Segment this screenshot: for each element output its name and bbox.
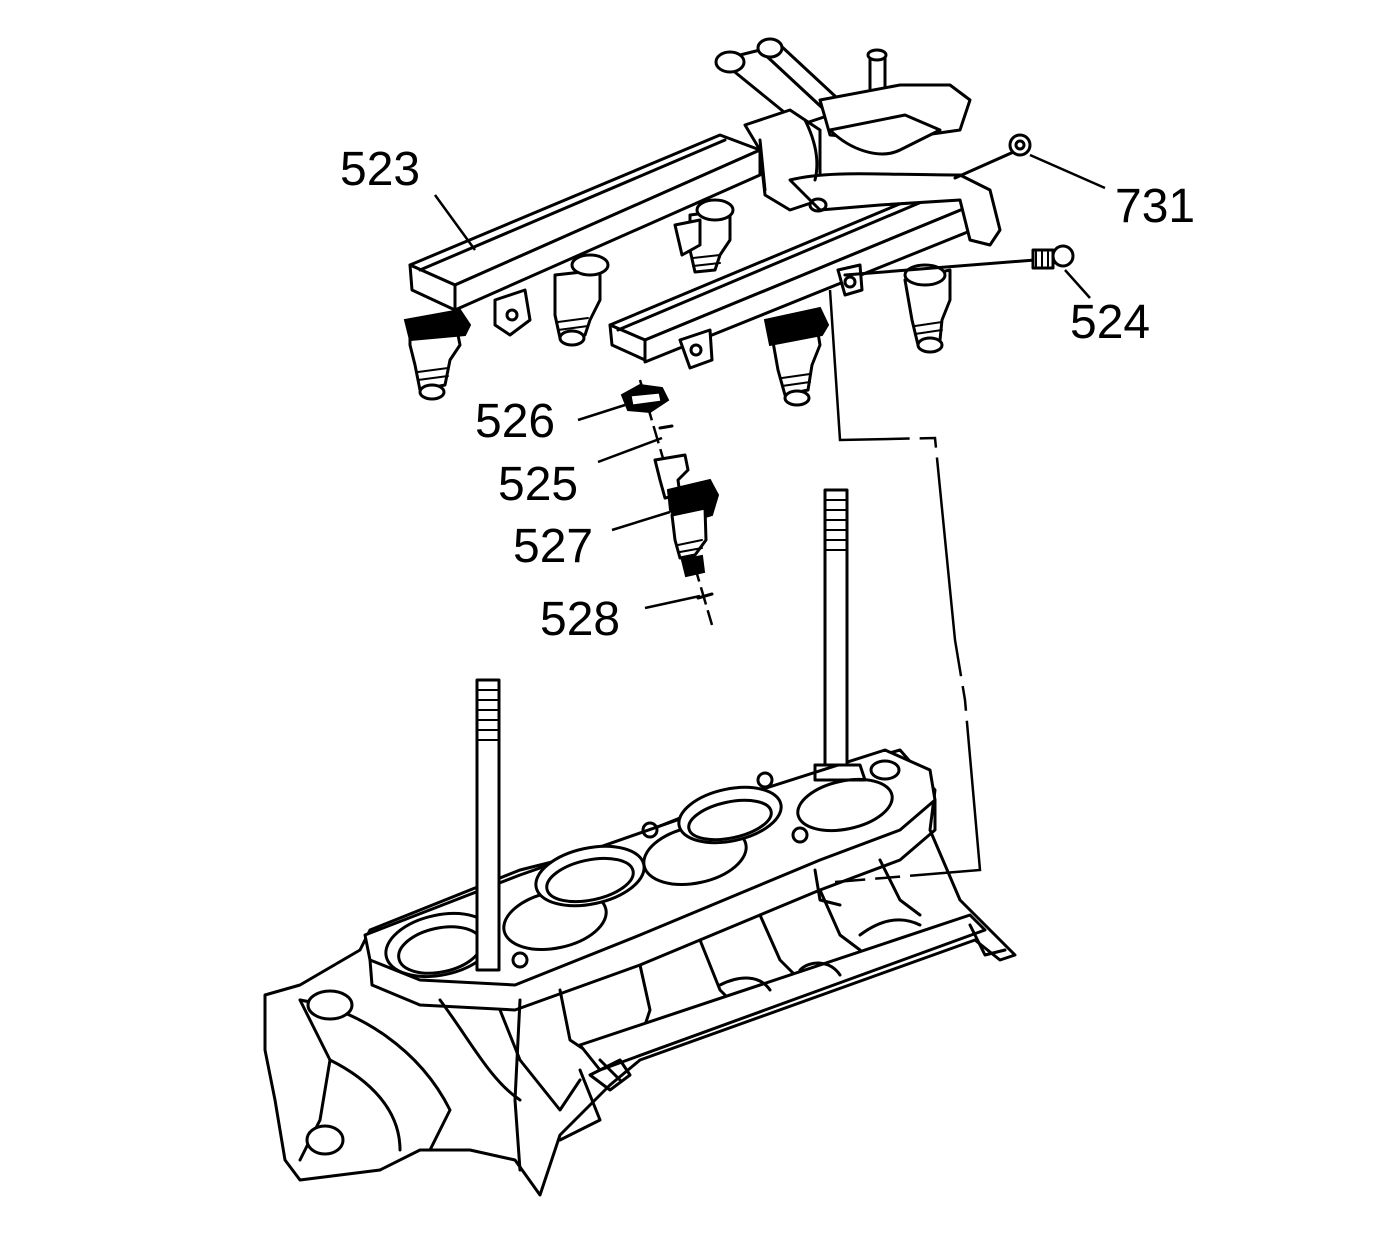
rail-bracket-icon <box>678 328 714 370</box>
leader-lines <box>433 153 1106 610</box>
fuel-injector-icon <box>903 263 952 354</box>
leader-523 <box>433 194 477 251</box>
leader-528 <box>644 594 701 610</box>
callout-731: 731 <box>1115 180 1195 233</box>
rail-bracket-icon <box>836 263 864 297</box>
fuel-line-icon <box>714 37 1002 247</box>
fuel-injector-icon <box>653 453 720 578</box>
fuel-injector-icon <box>763 306 830 407</box>
rail-bracket-icon <box>493 288 532 337</box>
callout-527: 527 <box>513 520 593 573</box>
stud-icon <box>813 488 867 782</box>
clip-icon <box>620 383 670 414</box>
stud-icon <box>475 678 501 972</box>
o-ring-upper-icon <box>658 424 674 430</box>
callout-525: 525 <box>498 458 578 511</box>
rail-bracket-icon <box>673 218 702 257</box>
leader-525 <box>597 436 663 464</box>
callout-526: 526 <box>475 395 555 448</box>
leader-527 <box>611 510 671 532</box>
o-ring-lower-icon <box>696 592 714 600</box>
alignment-line <box>828 289 982 884</box>
fuel-injector-icon <box>403 308 472 401</box>
rail-bracket-hole-icon <box>505 308 519 322</box>
callout-528: 528 <box>540 593 620 646</box>
nut-icon <box>953 133 1032 180</box>
callout-524: 524 <box>1070 296 1150 349</box>
rail-bracket-hole-icon <box>689 343 703 357</box>
leader-524 <box>1064 269 1091 299</box>
rail-bracket-hole-icon <box>843 275 857 289</box>
bolt-icon <box>843 244 1075 277</box>
leader-731 <box>1029 153 1106 190</box>
fuel-rail-icon <box>608 183 987 364</box>
leader-526 <box>577 403 626 422</box>
callout-523: 523 <box>340 143 420 196</box>
intake-manifold-icon <box>263 748 1017 1197</box>
fuel-injector-icon <box>553 253 610 347</box>
